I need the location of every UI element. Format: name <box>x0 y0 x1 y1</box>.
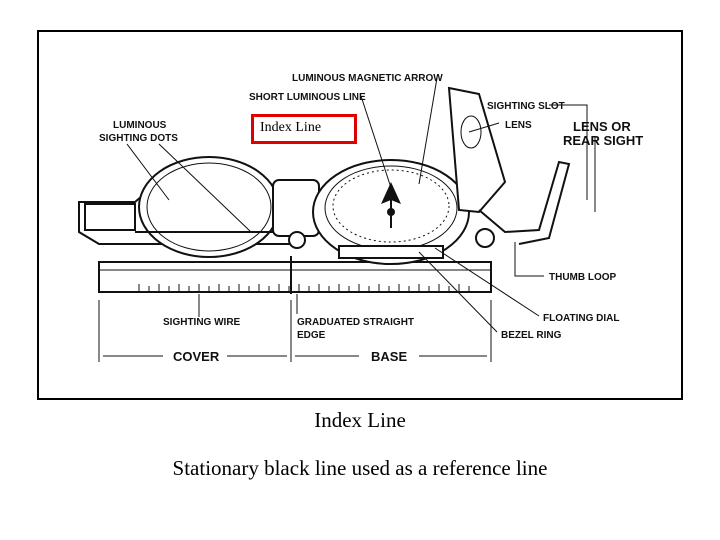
compass-base-plate <box>98 256 492 294</box>
label-cover: COVER <box>173 349 220 364</box>
index-line-callout: Index Line <box>251 114 357 144</box>
label-short-luminous-line: SHORT LUMINOUS LINE <box>249 92 366 103</box>
label-luminous: LUMINOUS <box>113 120 167 131</box>
label-thumb-loop: THUMB LOOP <box>549 272 617 283</box>
label-floating-dial: FLOATING DIAL <box>543 313 619 324</box>
compass-cover <box>78 156 299 258</box>
label-luminous-magnetic-arrow: LUMINOUS MAGNETIC ARROW <box>292 73 443 84</box>
label-lens-or: LENS OR <box>573 119 631 134</box>
compass-dial <box>312 159 470 265</box>
label-lens: LENS <box>505 120 532 131</box>
label-graduated-straight: GRADUATED STRAIGHT <box>297 317 414 328</box>
label-edge: EDGE <box>297 330 326 341</box>
label-sighting-slot: SIGHTING SLOT <box>487 101 565 112</box>
lensatic-compass-diagram: LUMINOUS MAGNETIC ARROW SHORT LUMINOUS L… <box>78 73 643 364</box>
label-bezel-ring: BEZEL RING <box>501 330 562 341</box>
slide-title: Index Line <box>314 408 406 432</box>
label-sighting-wire: SIGHTING WIRE <box>163 317 241 328</box>
label-sighting-dots: SIGHTING DOTS <box>99 133 178 144</box>
diagram-frame: LUMINOUS MAGNETIC ARROW SHORT LUMINOUS L… <box>37 30 683 400</box>
label-rear-sight: REAR SIGHT <box>563 133 643 148</box>
lens-rear-sight <box>447 86 571 248</box>
leader-lines <box>126 77 596 333</box>
dimension-brackets <box>98 300 492 362</box>
label-base: BASE <box>371 349 407 364</box>
slide-subtitle: Stationary black line used as a referenc… <box>172 456 548 480</box>
graduated-edge-ticks <box>138 284 470 292</box>
